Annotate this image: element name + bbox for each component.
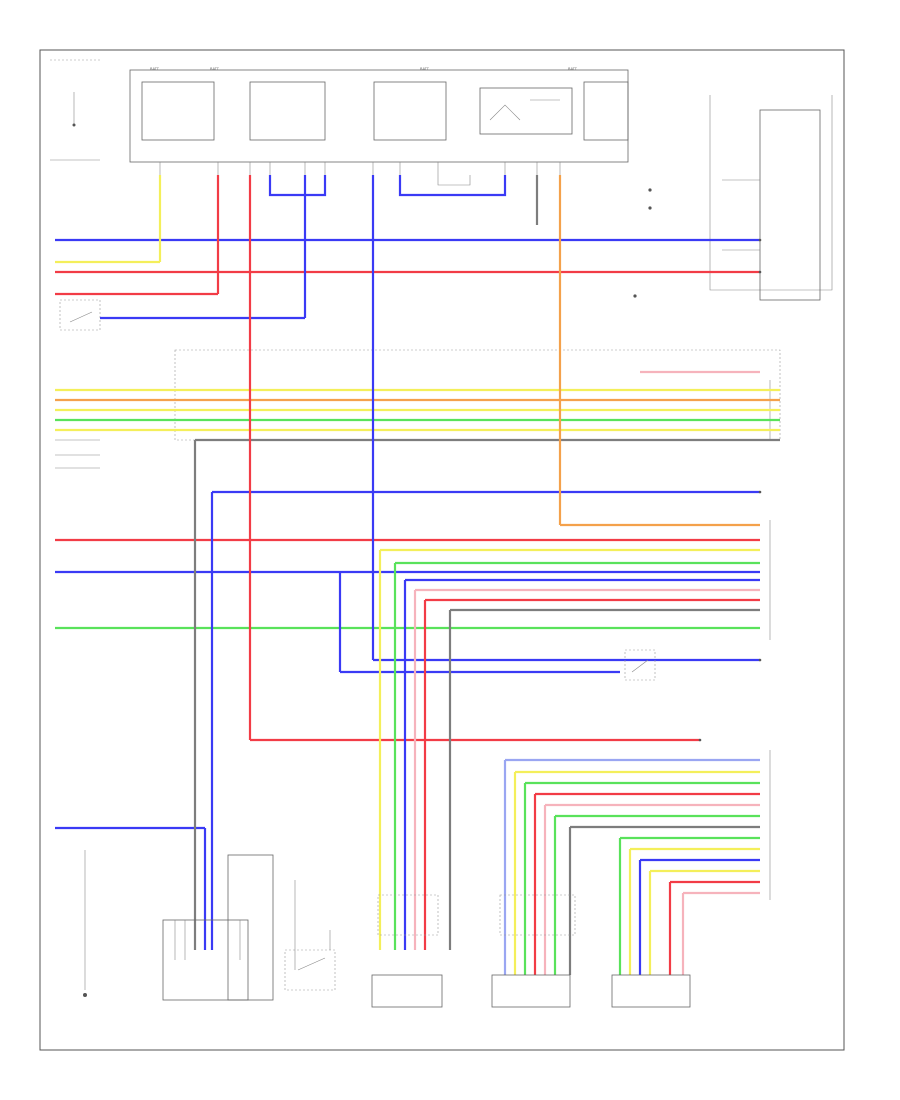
right-top-ecu (633, 95, 833, 301)
fuse-relay-block: BATT BATT BATT BATT (129, 67, 629, 175)
svg-text:BATT: BATT (568, 67, 578, 71)
left-switch (55, 299, 210, 469)
wire-drops (158, 175, 685, 975)
diagram-frame (39, 49, 845, 1051)
bottom-components (83, 850, 691, 1008)
wire-harness (55, 238, 780, 895)
inline-switch (624, 649, 656, 681)
svg-text:BATT: BATT (210, 67, 220, 71)
connector-pin-markers (698, 238, 762, 742)
svg-text:BATT: BATT (150, 67, 160, 71)
harness-outline (174, 349, 781, 441)
top-left-component (50, 59, 100, 161)
svg-text:BATT: BATT (420, 67, 430, 71)
